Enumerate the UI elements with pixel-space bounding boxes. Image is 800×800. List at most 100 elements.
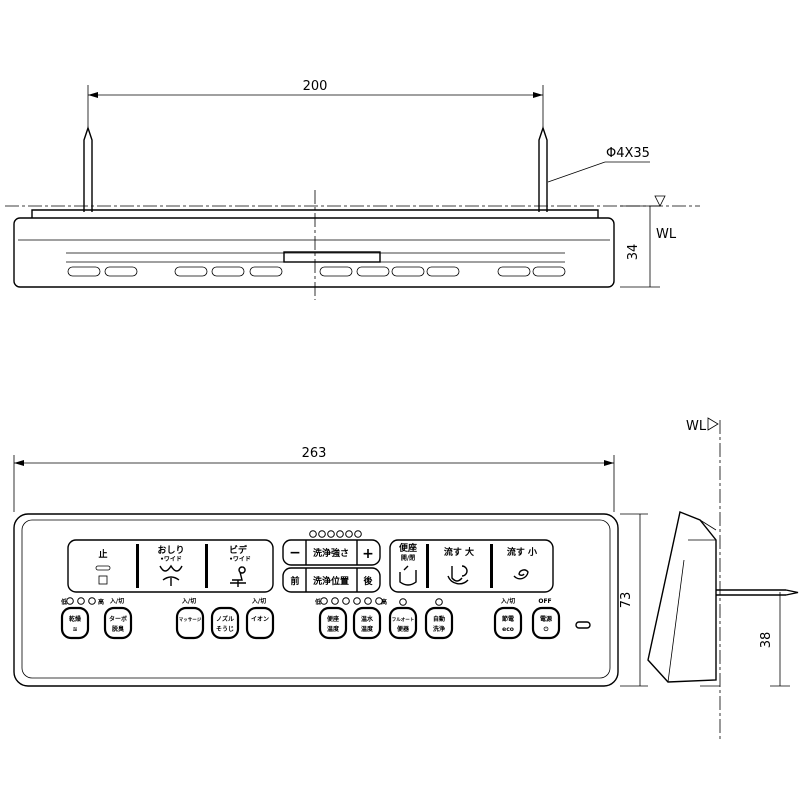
svg-text:•ワイド: •ワイド <box>160 556 182 563</box>
top-button <box>532 266 566 277</box>
svg-text:WL: WL <box>656 227 677 242</box>
indicator-led <box>88 597 96 605</box>
panel-button-4[interactable]: イオン <box>245 606 275 640</box>
svg-text:入/切: 入/切 <box>251 598 266 605</box>
indicator-led <box>375 597 383 605</box>
svg-text:開/閉: 開/閉 <box>401 554 415 562</box>
svg-text:マッサージ: マッサージ <box>179 617 202 623</box>
bidet-icon <box>230 566 246 587</box>
top-button <box>174 266 208 277</box>
indicator-led <box>331 597 339 605</box>
top-button <box>104 266 138 277</box>
right-panel <box>389 539 554 593</box>
top-button <box>319 266 353 277</box>
svg-text:入/切: 入/切 <box>109 598 124 605</box>
top-button <box>249 266 283 277</box>
svg-text:おしり: おしり <box>157 545 184 556</box>
oshiri-button[interactable]: おしり •ワイド <box>157 545 185 586</box>
strength-led <box>354 530 362 538</box>
svg-text:温度: 温度 <box>361 625 374 633</box>
top-button <box>211 266 245 277</box>
strength-led <box>345 530 353 538</box>
svg-text:節電: 節電 <box>502 615 514 623</box>
svg-text:⏻: ⏻ <box>544 626 549 633</box>
svg-text:入/切: 入/切 <box>500 598 515 605</box>
pin-spec: Φ4X35 <box>606 146 650 161</box>
panel-button-0[interactable]: 乾燥≋ <box>60 606 90 640</box>
flush-small-icon <box>513 569 529 580</box>
svg-text:低: 低 <box>60 598 67 606</box>
oshiri-icon <box>159 564 183 586</box>
svg-text:高: 高 <box>381 598 387 606</box>
panel-button-9[interactable]: 節電 eco <box>493 606 523 640</box>
svg-text:自動: 自動 <box>433 615 445 623</box>
indicator-led <box>342 597 350 605</box>
bidet-button[interactable]: ビデ •ワイド <box>229 544 251 587</box>
top-button <box>391 266 425 277</box>
toilet-seat-icon <box>399 565 417 586</box>
svg-text:ビデ: ビデ <box>229 544 248 556</box>
position-front-button[interactable]: 前 <box>290 575 299 587</box>
svg-text:≋: ≋ <box>72 626 77 633</box>
svg-text:ターボ: ターボ <box>109 615 127 623</box>
svg-text:温度: 温度 <box>327 625 340 633</box>
svg-text:止: 止 <box>98 548 107 560</box>
strength-led <box>309 530 317 538</box>
svg-text:73: 73 <box>619 592 634 609</box>
top-button <box>356 266 390 277</box>
position-back-button[interactable]: 後 <box>363 575 373 587</box>
svg-text:OFF: OFF <box>538 598 551 605</box>
top-button <box>67 266 101 277</box>
svg-text:38: 38 <box>759 632 774 649</box>
svg-text:入/切: 入/切 <box>181 598 196 605</box>
top-button <box>426 266 460 277</box>
panel-button-2[interactable]: マッサージ <box>175 606 205 640</box>
front-view: 263 73 止 おしり •ワイド ビデ •ワイド − 洗浄強さ <box>13 446 648 687</box>
indicator-led <box>320 597 328 605</box>
svg-text:脱臭: 脱臭 <box>112 625 124 633</box>
strength-led <box>318 530 326 538</box>
strength-led <box>327 530 335 538</box>
svg-text:•ワイド: •ワイド <box>229 556 251 563</box>
svg-text:流す 大: 流す 大 <box>444 546 474 558</box>
stop-button[interactable]: 止 <box>95 548 111 585</box>
svg-text:WL: WL <box>686 419 707 434</box>
pin-right <box>538 125 548 212</box>
indicator-led <box>77 597 85 605</box>
svg-text:温水: 温水 <box>361 615 374 623</box>
strength-control: − 洗浄強さ + <box>282 530 381 566</box>
side-body <box>647 511 717 683</box>
indicator-led <box>66 597 74 605</box>
top-button <box>497 266 531 277</box>
svg-text:電源: 電源 <box>540 615 552 623</box>
dim-200: 200 <box>303 79 328 94</box>
side-view: WL 38 <box>647 417 799 740</box>
svg-text:eco: eco <box>502 626 514 633</box>
svg-text:便器: 便器 <box>397 625 410 633</box>
strength-minus-button[interactable]: − <box>289 545 301 561</box>
svg-text:34: 34 <box>626 244 641 261</box>
top-view: 200 Φ4X35 34 WL <box>5 79 700 300</box>
seat-open-close-button[interactable]: 便座 開/閉 <box>399 542 417 586</box>
flush-small-button[interactable]: 流す 小 <box>507 546 537 580</box>
svg-text:洗浄: 洗浄 <box>433 625 445 633</box>
svg-text:263: 263 <box>302 446 327 461</box>
indicator-led <box>353 597 361 605</box>
svg-text:洗浄強さ: 洗浄強さ <box>313 547 349 559</box>
svg-text:そうじ: そうじ <box>216 626 234 633</box>
svg-text:便座: 便座 <box>399 542 417 554</box>
indicator-led <box>364 597 372 605</box>
strength-led <box>336 530 344 538</box>
strength-plus-button[interactable]: + <box>362 546 374 562</box>
svg-text:便座: 便座 <box>327 615 339 623</box>
indicator-led <box>399 598 407 606</box>
flush-large-button[interactable]: 流す 大 <box>444 546 474 585</box>
svg-text:ノズル: ノズル <box>216 615 234 623</box>
panel-button-10[interactable]: 電源 ⏻ <box>531 606 561 640</box>
